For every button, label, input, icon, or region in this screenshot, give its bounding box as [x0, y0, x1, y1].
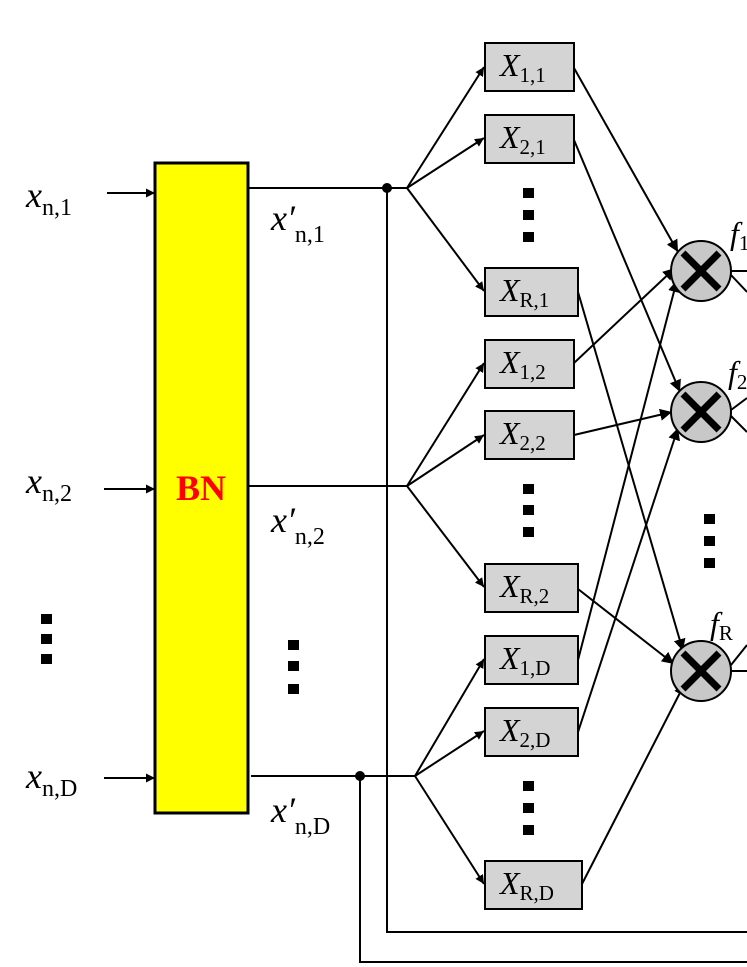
feature-box-r-1: XR,1: [484, 267, 579, 317]
feature-box-1-1: X1,1: [484, 42, 575, 92]
feature-box-r-2: XR,2: [484, 563, 579, 613]
multiplier-1: f1: [670, 215, 747, 302]
multiplier-label-1: f1: [730, 215, 747, 255]
feature-ellipsis-2-icon: [523, 484, 534, 537]
input-label-1: xn,1: [25, 175, 72, 221]
connections-to-mult-r: [577, 291, 686, 885]
fanout-group-2: [406, 362, 485, 588]
feature-box-1-2: X1,2: [484, 339, 575, 389]
feature-ellipsis-3-icon: [523, 781, 534, 835]
bn-block: [153, 161, 250, 815]
output-label-1: x′n,1: [270, 198, 325, 248]
input-label-2: xn,2: [25, 461, 72, 507]
feature-ellipsis-1-icon: [523, 188, 534, 242]
svg-text:X1,2: X1,2: [498, 344, 546, 384]
svg-text:XR,1: XR,1: [498, 272, 549, 312]
multiplier-r: fR: [670, 605, 747, 702]
feature-box-2-2: X2,2: [484, 410, 575, 460]
output-label-2: x′n,2: [270, 500, 325, 550]
svg-text:X2,1: X2,1: [498, 119, 546, 159]
svg-text:X2,D: X2,D: [498, 712, 550, 752]
feature-box-1-d: X1,D: [484, 635, 579, 685]
multiplier-2: f2: [670, 354, 747, 443]
svg-text:X1,1: X1,1: [498, 47, 546, 87]
feature-box-2-d: X2,D: [484, 707, 579, 757]
multiplier-label-2: f2: [728, 354, 747, 394]
svg-text:X1,D: X1,D: [498, 640, 550, 680]
feature-box-2-1: X2,1: [484, 114, 575, 164]
connections-to-mult-1: [573, 67, 680, 661]
output-ellipsis-icon: [288, 640, 299, 694]
svg-text:X2,2: X2,2: [498, 415, 546, 455]
fanout-group-1: [406, 66, 485, 292]
feedback-line-1: [386, 188, 747, 933]
input-label-3: xn,D: [25, 756, 77, 802]
multiplier-label-r: fR: [710, 605, 733, 645]
feature-box-r-d: XR,D: [484, 860, 583, 910]
input-ellipsis-icon: [41, 614, 52, 664]
fanout-group-3: [414, 658, 485, 885]
svg-text:XR,D: XR,D: [498, 865, 554, 905]
output-label-3: x′n,D: [270, 790, 330, 840]
svg-text:XR,2: XR,2: [498, 568, 549, 608]
feedback-line-2: [359, 776, 747, 963]
connections-to-mult-2: [573, 139, 681, 733]
multiplier-ellipsis-icon: [704, 514, 715, 568]
bn-label: BN: [176, 468, 226, 508]
